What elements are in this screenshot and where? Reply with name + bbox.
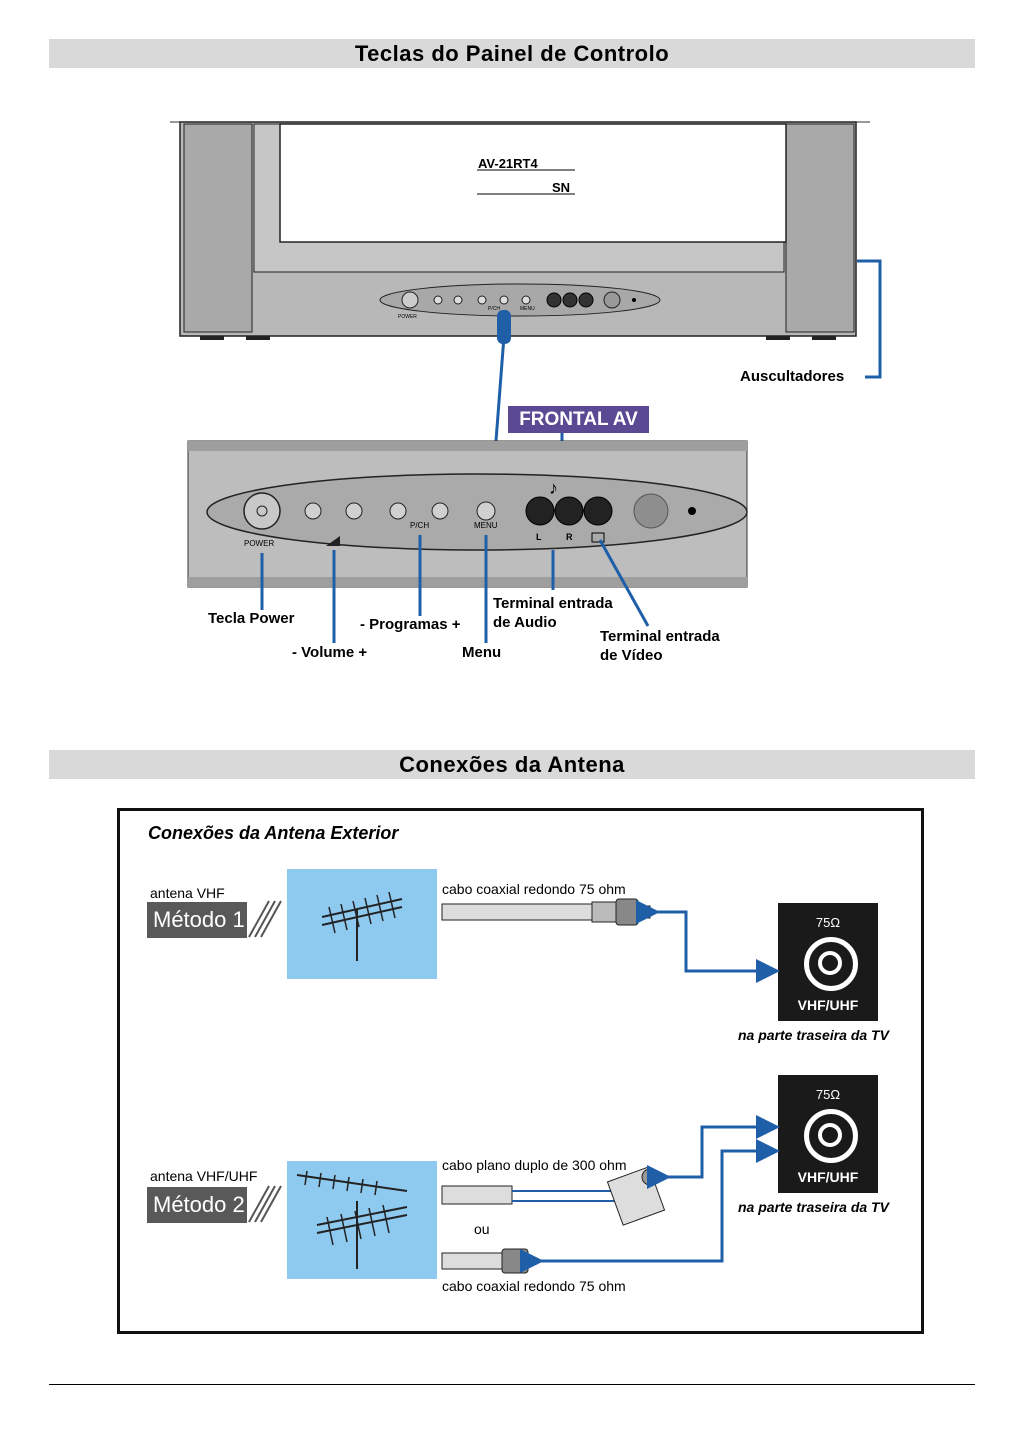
- vhf-uhf-antenna-icon: [296, 1170, 408, 1269]
- section-title: Teclas do Painel de Controlo: [354, 41, 670, 66]
- antenna-connections-box: Conexões da Antena Exterior antena VHF M…: [117, 808, 924, 1334]
- coax-socket-icon: [804, 937, 858, 991]
- hatch-icon: [248, 1185, 282, 1223]
- panel-r-label: R: [566, 532, 573, 542]
- label-video-terminal: Terminal entrada de Vídeo: [600, 628, 720, 664]
- small-power-label: POWER: [398, 314, 417, 320]
- cable-diagram: [441, 898, 780, 1274]
- panel-power-label: POWER: [244, 539, 274, 548]
- or-label: ou: [474, 1221, 490, 1237]
- vhf-antenna-icon: [321, 891, 403, 961]
- hatch-icon: [248, 900, 282, 938]
- section-header-antenna: Conexões da Antena: [49, 750, 975, 779]
- frontal-av-tag: FRONTAL AV: [508, 406, 649, 433]
- headphones-bracket: [857, 259, 882, 379]
- label-headphones: Auscultadores: [740, 368, 845, 385]
- tv-model: AV-21RT4: [478, 156, 538, 171]
- label-programs: - Programas +: [360, 616, 461, 633]
- method2-coax-label: cabo coaxial redondo 75 ohm: [442, 1278, 626, 1294]
- section-title: Conexões da Antena: [399, 752, 625, 777]
- label-audio-terminal: Terminal entrada de Audio: [493, 595, 613, 631]
- coax-socket-icon: [804, 1109, 858, 1163]
- tv-serial: SN: [552, 180, 570, 195]
- label-volume: - Volume +: [292, 644, 368, 661]
- panel-menu-label: MENU: [474, 521, 498, 530]
- tv-front-illustration: AV-21RT4 SN POWER P/CH MENU: [170, 121, 870, 340]
- footer-rule: [49, 1384, 975, 1385]
- method1-cable-label: cabo coaxial redondo 75 ohm: [442, 881, 626, 897]
- control-panel-detail: POWER P/CH MENU L R ♪: [187, 309, 748, 643]
- method1-antenna-image: [287, 869, 437, 979]
- method2-antenna-label: antena VHF/UHF: [150, 1168, 258, 1184]
- rf-input-jack-2: 75Ω VHF/UHF: [778, 1075, 878, 1193]
- label-menu: Menu: [462, 644, 502, 661]
- method1-badge: Método 1: [147, 902, 247, 938]
- section-header-control-panel: Teclas do Painel de Controlo: [49, 39, 975, 68]
- rear-note-1: na parte traseira da TV: [738, 1027, 889, 1043]
- panel-pch-label: P/CH: [410, 521, 429, 530]
- panel-l-label: L: [536, 532, 542, 542]
- small-menu-label: MENU: [520, 306, 535, 312]
- method1-antenna-label: antena VHF: [150, 885, 225, 901]
- method2-badge: Método 2: [147, 1187, 247, 1223]
- method2-antenna-image: [287, 1161, 437, 1279]
- small-pch-label: P/CH: [488, 306, 500, 312]
- label-power-key: Tecla Power: [208, 610, 295, 627]
- rf-input-jack-1: 75Ω VHF/UHF: [778, 903, 878, 1021]
- antenna-subtitle: Conexões da Antena Exterior: [148, 823, 399, 843]
- music-note-icon: ♪: [549, 478, 558, 498]
